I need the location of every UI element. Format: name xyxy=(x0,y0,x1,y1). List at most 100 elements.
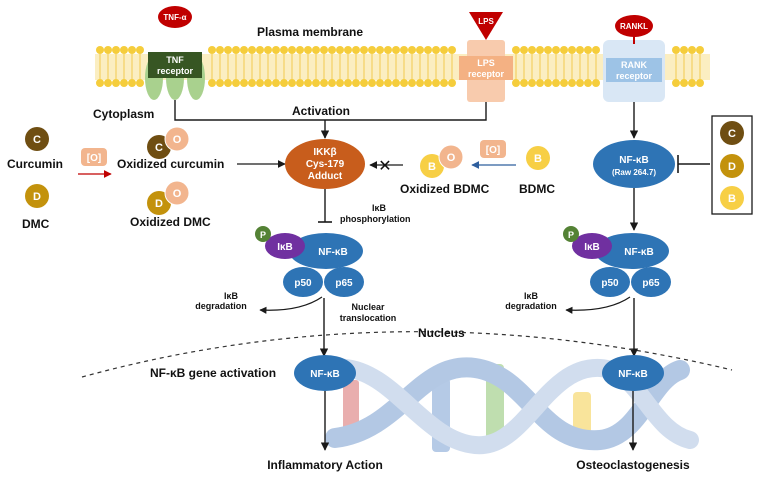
lipid-head xyxy=(136,46,144,54)
oxidized-dmc-d: D xyxy=(155,198,163,210)
nuclear-translocation-2: translocation xyxy=(340,313,397,323)
activation-label: Activation xyxy=(292,104,350,118)
lipid-head xyxy=(120,46,128,54)
lipid-head xyxy=(120,79,128,87)
lipid-head xyxy=(592,46,600,54)
tnf-receptor-box xyxy=(148,52,202,78)
oxidized-curcumin-o: O xyxy=(173,134,182,146)
lipid-head xyxy=(432,79,440,87)
lipid-head xyxy=(256,46,264,54)
dna-rung-red xyxy=(343,380,359,436)
lipid-head xyxy=(240,46,248,54)
lipid-head xyxy=(256,79,264,87)
dmc-letter: D xyxy=(33,191,41,203)
lipid-head xyxy=(592,79,600,87)
lipid-head xyxy=(232,79,240,87)
lipid-head xyxy=(288,79,296,87)
lipid-head xyxy=(440,79,448,87)
lipid-head xyxy=(576,79,584,87)
lipid-head xyxy=(280,79,288,87)
lipid-head xyxy=(336,46,344,54)
nfkb-complex-left: NF-κB IκB P p50 p65 xyxy=(255,226,364,297)
tnf-receptor: TNF receptor xyxy=(145,52,205,100)
lipid-head xyxy=(536,46,544,54)
lipid-head xyxy=(520,46,528,54)
inhibitor-b: B xyxy=(720,186,744,210)
lipid-head xyxy=(696,46,704,54)
lipid-head xyxy=(368,79,376,87)
oxidized-dmc-o: O xyxy=(173,188,182,200)
nfkb-nuclear-right-label: NF-κB xyxy=(618,369,647,380)
lipid-head xyxy=(224,46,232,54)
lipid-head xyxy=(672,46,680,54)
lipid-head xyxy=(104,79,112,87)
lipid-head xyxy=(696,79,704,87)
oxidized-dmc-label: Oxidized DMC xyxy=(130,215,211,229)
lps-receptor-label-1: LPS xyxy=(477,58,495,68)
lipid-head xyxy=(400,79,408,87)
lipid-head xyxy=(688,79,696,87)
lps-receptor: LPS receptor xyxy=(459,40,513,102)
curcumin-label: Curcumin xyxy=(7,157,63,171)
lipid-head xyxy=(400,46,408,54)
nucleus-label: Nucleus xyxy=(418,326,465,340)
lipid-head xyxy=(528,46,536,54)
bdmc-letter: B xyxy=(534,153,542,165)
lipid-head xyxy=(560,79,568,87)
lipid-head xyxy=(560,46,568,54)
lipid-head xyxy=(544,46,552,54)
rank-receptor: RANK receptor xyxy=(603,36,665,102)
lipid-head xyxy=(344,79,352,87)
p65-right-label: p65 xyxy=(642,278,660,289)
lipid-head xyxy=(552,79,560,87)
inhibitor-c: C xyxy=(720,121,744,145)
oxidant-left: [O] xyxy=(81,148,107,166)
nfkb-nuclear-left: NF-κB xyxy=(294,355,356,391)
lps-ligand: LPS xyxy=(469,12,503,40)
ikb-degr-left-arrow xyxy=(259,296,323,314)
phospho-right-label: P xyxy=(568,230,574,240)
lipid-head xyxy=(232,46,240,54)
plasma-membrane-label: Plasma membrane xyxy=(257,25,363,39)
lipid-head xyxy=(376,79,384,87)
bdmc-molecule: B xyxy=(526,146,550,170)
oxidized-bdmc-molecule: B O xyxy=(420,144,464,178)
nfkb-complex-right: NF-κB IκB P p50 p65 xyxy=(563,226,671,297)
osteoclasto-label: Osteoclastogenesis xyxy=(576,458,690,472)
dmc-molecule: D xyxy=(25,184,49,208)
ikb-left-label: IκB xyxy=(277,242,293,253)
lipid-head xyxy=(440,46,448,54)
lipid-head xyxy=(536,79,544,87)
lipid-head xyxy=(112,79,120,87)
rank-receptor-box xyxy=(606,58,662,82)
lipid-head xyxy=(336,79,344,87)
ikb-phos-label-2: phosphorylation xyxy=(340,214,411,224)
lipid-head xyxy=(288,46,296,54)
lipid-head xyxy=(688,46,696,54)
lipid-head xyxy=(672,79,680,87)
lipid-head xyxy=(384,79,392,87)
cross-mark: ✕ xyxy=(378,158,391,175)
lipid-head xyxy=(96,79,104,87)
ikk-line-3: Adduct xyxy=(308,171,343,182)
lipid-head xyxy=(424,46,432,54)
nfkb-raw-sub: (Raw 264.7) xyxy=(612,168,656,177)
lipid-head xyxy=(328,79,336,87)
nfkb-raw-label: NF-κB xyxy=(619,155,648,166)
cytoplasm-label: Cytoplasm xyxy=(93,107,154,121)
tnf-alpha-label: TNF-α xyxy=(163,13,186,22)
lipid-head xyxy=(512,79,520,87)
ikb-degr-right-2: degradation xyxy=(505,301,557,311)
lipid-head xyxy=(304,79,312,87)
p50-right-label: p50 xyxy=(601,278,619,289)
ikk-adduct: IKKβ Cys-179 Adduct xyxy=(285,139,365,189)
lipid-head xyxy=(520,79,528,87)
inhibitor-c-letter: C xyxy=(728,128,736,140)
ikb-degr-right-arrow xyxy=(565,296,631,314)
lipid-head xyxy=(104,46,112,54)
lipid-head xyxy=(264,79,272,87)
lipid-head xyxy=(312,46,320,54)
lipid-head xyxy=(208,79,216,87)
lipid-head xyxy=(568,79,576,87)
